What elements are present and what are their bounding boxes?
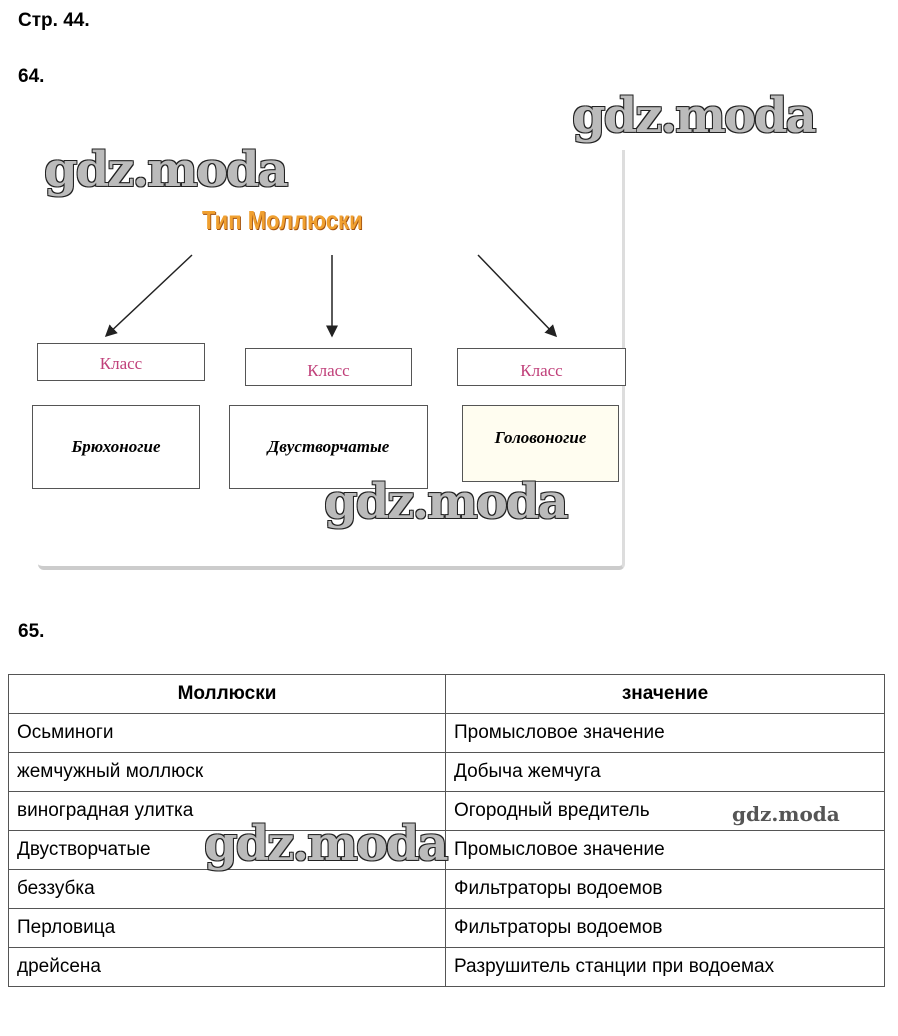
class-bivalvia: Двустворчатые: [229, 405, 428, 489]
cell-significance: Огородный вредитель: [445, 791, 885, 831]
watermark: gdz.moda: [572, 88, 817, 144]
cell-significance: Фильтраторы водоемов: [445, 908, 885, 948]
arrow-right: [477, 254, 558, 338]
class-cephalopoda: Головоногие: [462, 405, 619, 482]
cell-significance: Промысловое значение: [445, 830, 885, 870]
diagram-title: Тип Моллюски: [202, 205, 363, 235]
diagram-arrows: [104, 254, 558, 338]
header-molluscs: Моллюски: [8, 674, 446, 714]
cell-mollusc: виноградная улитка: [8, 791, 446, 831]
class-label-box: Класс: [37, 343, 205, 381]
watermark: gdz.moda: [204, 816, 449, 872]
cell-mollusc: беззубка: [8, 869, 446, 909]
watermark: gdz.moda: [324, 474, 569, 530]
cell-significance: Добыча жемчуга: [445, 752, 885, 792]
page-label: Стр. 44.: [18, 10, 90, 31]
cell-mollusc: Осьминоги: [8, 713, 446, 753]
cell-mollusc: Перловица: [8, 908, 446, 948]
watermark: gdz.moda: [732, 802, 840, 826]
class-label-box: Класс: [457, 348, 626, 386]
cell-mollusc: дрейсена: [8, 947, 446, 987]
class-label-box: Класс: [245, 348, 412, 386]
arrow-left: [104, 254, 193, 338]
cell-significance: Фильтраторы водоемов: [445, 869, 885, 909]
class-gastropoda: Брюхоногие: [32, 405, 200, 489]
cell-significance: Промысловое значение: [445, 713, 885, 753]
cell-significance: Разрушитель станции при водоемах: [445, 947, 885, 987]
task-65-number: 65.: [18, 621, 45, 642]
header-significance: значение: [445, 674, 885, 714]
task-64-number: 64.: [18, 66, 45, 87]
watermark: gdz.moda: [44, 142, 289, 198]
cell-mollusc: жемчужный моллюск: [8, 752, 446, 792]
